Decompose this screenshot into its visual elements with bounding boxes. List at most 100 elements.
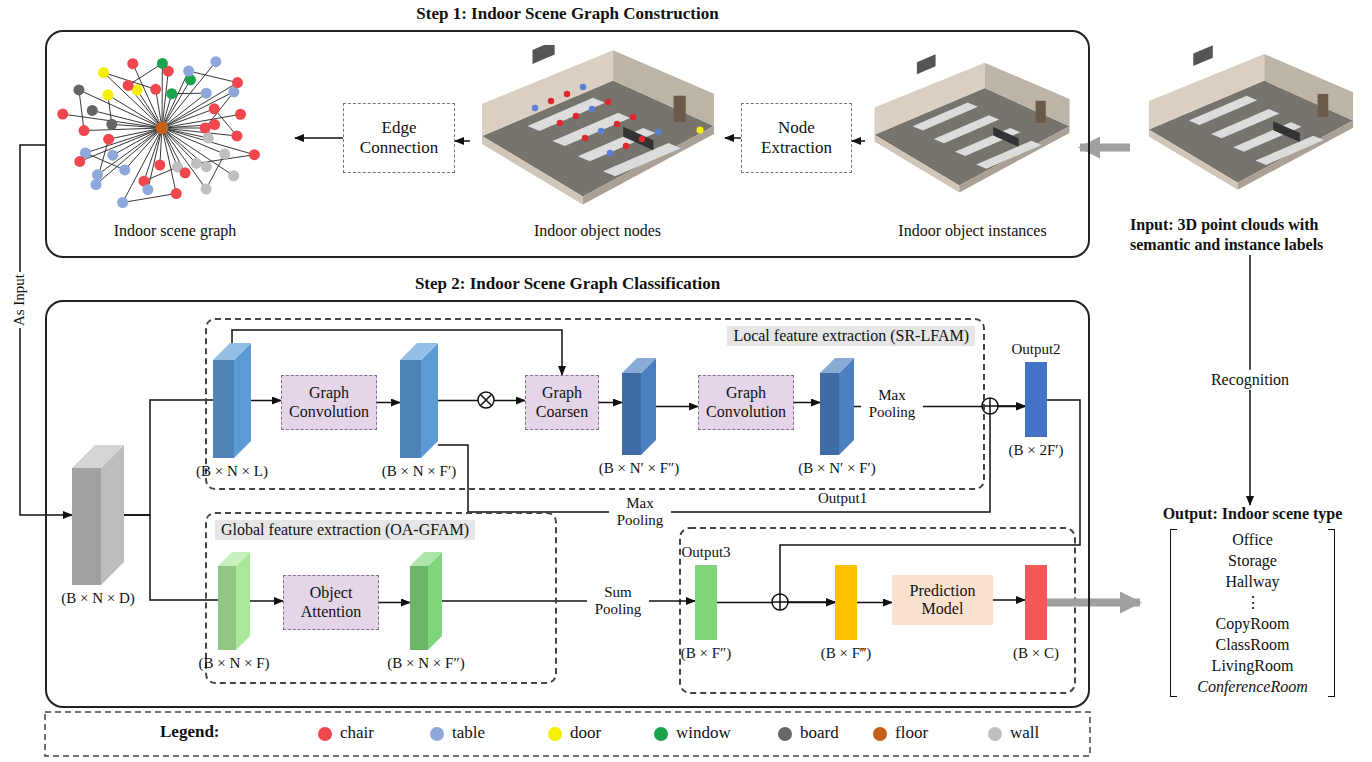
node-text: (B × F″) [681,645,732,662]
node-text: (B × N × F) [198,655,269,672]
node-text: Indoor object nodes [470,222,725,240]
tensor-slab [820,358,854,455]
connector [455,140,470,142]
connector [124,400,213,515]
node-text: ConferenceRoom [1177,676,1328,697]
connector [852,140,865,142]
connector [857,602,892,604]
legend-text: wall [1010,723,1039,743]
connector [379,602,410,604]
tensor-slab [400,343,438,458]
feature-tensor: (B × N′ × F″) [622,358,656,455]
callout-label: Output1 [818,490,867,507]
legend-text: window [676,723,731,743]
node-text: Indoor scene graph [55,222,295,240]
legend-swatch [318,727,332,741]
legend-swatch [654,727,668,741]
connector [1047,599,1140,607]
node-text: (B × C) [1013,645,1059,662]
process-box: Graph Coarsen [525,375,599,430]
node-text: (B × N′ × F′) [798,460,876,477]
tensor-slab [410,552,442,650]
illustration-node: Indoor object instances [865,42,1080,240]
connector [599,402,622,404]
node-text: (B × N × D) [61,590,135,607]
legend-swatch [430,727,444,741]
legend-text: chair [340,723,374,743]
feature-tensor: (B × N × D) [72,445,124,585]
connector [794,402,820,404]
node-text: CopyRoom [1177,613,1328,634]
node-text: Step 2: Indoor Scene Graph Classificatio… [47,274,1088,294]
legend-title: Legend: [160,722,220,742]
connector [656,406,698,408]
node-text: LivingRoom [1177,655,1328,676]
connector [295,137,343,139]
node-text: Storage [1177,550,1328,571]
module-group: Global feature extraction (OA-GFAM) (B × … [205,512,557,684]
node-text: Object Attention [288,584,374,621]
node-text: Local feature extraction (SR-LFAM) [727,326,975,346]
node-text: Office [1177,529,1328,550]
node-text: Graph Convolution [286,384,372,421]
connector [442,600,695,602]
process-box: Prediction Model [892,575,993,625]
tensor-slab [72,445,124,585]
step-panel: Step 1: Indoor Scene Graph ConstructionI… [45,30,1090,258]
node-text: (B × N × L) [196,463,268,480]
node-text: Node Extraction [746,118,847,157]
connector [250,600,283,602]
edge-label: Max Pooling [861,386,923,423]
connector [1080,144,1130,152]
connector [251,400,281,402]
process-box: Edge Connection [343,103,455,173]
node-text: Prediction Model [896,582,989,619]
node-text: Input: 3D point clouds with semantic and… [1130,215,1364,255]
edge-label: Recognition [1209,370,1291,390]
node-text: Graph Convolution [703,384,789,421]
process-box: Object Attention [283,575,379,630]
legend-text: floor [895,723,928,743]
node-text: Hallway [1177,571,1328,592]
legend-text: table [452,723,485,743]
feature-tensor: (B × N × F′) [400,343,438,458]
input-illustration: Input: 3D point clouds with semantic and… [1130,40,1364,255]
node-text: Indoor object instances [865,222,1080,240]
feature-tensor: (B × N × F″) [410,552,442,650]
process-box: Graph Convolution [281,375,377,430]
connector [725,137,741,139]
feature-tensor: (B × N′ × F′) [820,358,854,455]
feature-vector: (B × C) [1025,565,1047,640]
connector [377,402,400,404]
legend-text: board [800,723,839,743]
tensor-slab [213,343,251,458]
edge-label: As Input [10,272,29,328]
edge-label: Sum Pooling [587,583,649,620]
connector [232,330,562,375]
node-text: (B × F‴) [821,645,872,662]
node-text: Output: Indoor scene type [1140,505,1365,523]
tensor-slab [622,358,656,455]
feature-vector: Output2(B × 2F′) [1025,362,1047,437]
node-text: Global feature extraction (OA-GFAM) [215,520,475,540]
illustration-node: Indoor scene graph [55,35,295,240]
process-box: Graph Convolution [698,375,794,430]
node-text: (B × N × F′) [382,463,456,480]
node-text: (B × N′ × F″) [599,460,680,477]
node-text: ClassRoom [1177,634,1328,655]
tensor-slab [218,552,250,650]
connector [993,599,1025,601]
node-text: ⋮ [1177,592,1328,613]
feature-vector: (B × F‴) [835,565,857,640]
legend-swatch [548,727,562,741]
illustration-node: Indoor object nodes [470,42,725,240]
node-text: Edge Connection [348,118,450,157]
output-list: Output: Indoor scene typeOfficeStorageHa… [1140,505,1365,710]
node-text: (B × N × F″) [387,655,464,672]
node-text: Graph Coarsen [530,384,594,421]
process-box: Node Extraction [741,103,852,173]
node-text: Step 1: Indoor Scene Graph Construction [47,4,1088,24]
legend-swatch [873,727,887,741]
legend-swatch [778,727,792,741]
node-text: Output3 [681,544,730,561]
